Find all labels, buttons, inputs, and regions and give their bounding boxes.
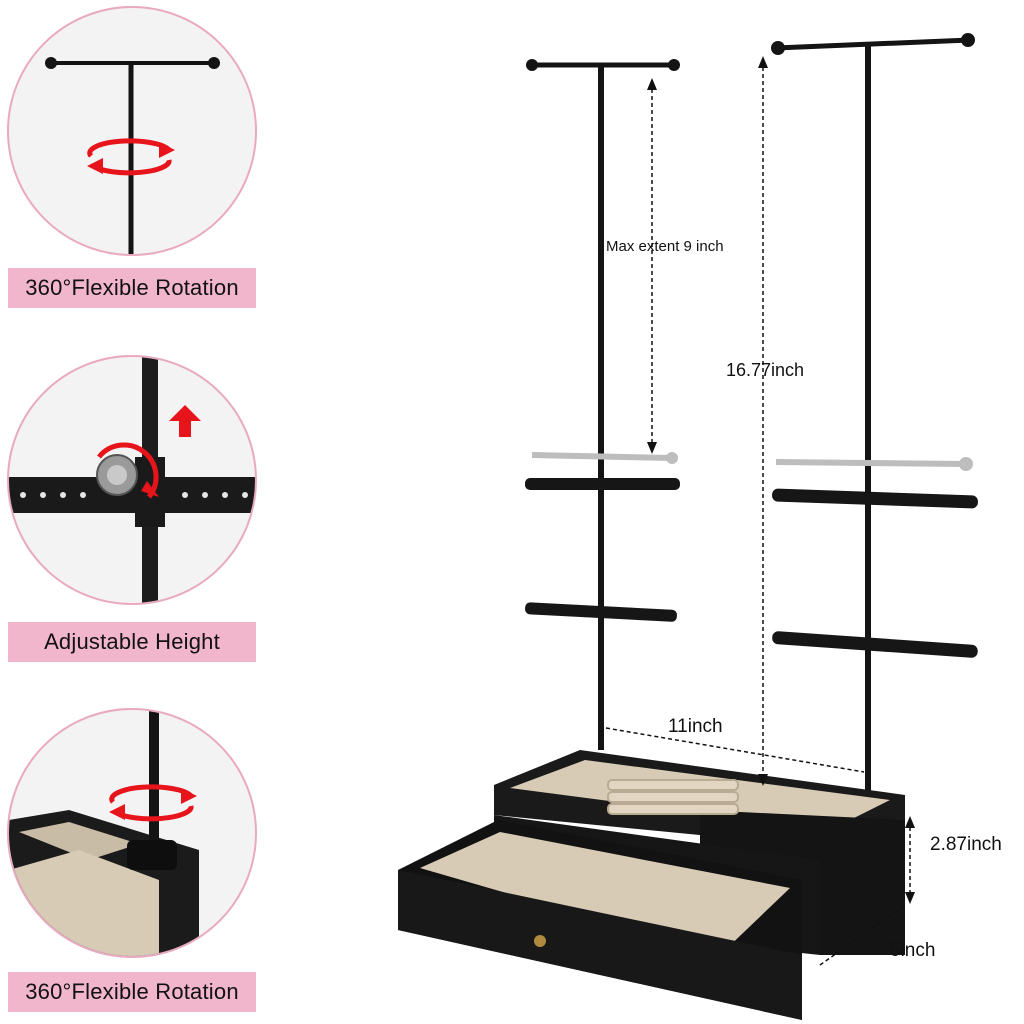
t-bar-detail-illustration xyxy=(45,57,220,254)
dimension-max-extent: Max extent 9 inch xyxy=(606,238,724,255)
base-detail-illustration xyxy=(9,710,199,956)
left-tree xyxy=(525,59,680,750)
height-knob-detail-illustration xyxy=(9,357,255,603)
feature-label-top-rotation: 360°Flexible Rotation xyxy=(8,268,256,308)
dimension-depth: 5inch xyxy=(890,940,936,961)
right-tree xyxy=(771,33,978,800)
detail-circle-top-rotation xyxy=(7,6,257,256)
rotation-arrow-icon xyxy=(109,784,197,822)
dimension-lines xyxy=(605,60,911,966)
ring-rolls xyxy=(607,779,739,815)
detail-circle-adjustable-height xyxy=(7,355,257,605)
jewelry-stand-illustration xyxy=(398,33,978,1020)
feature-label-base-rotation: 360°Flexible Rotation xyxy=(8,972,256,1012)
drawer xyxy=(398,820,802,1020)
dimension-height: 16.77inch xyxy=(726,360,805,380)
rotation-arrow-icon xyxy=(87,138,175,176)
drawer-knob-icon xyxy=(534,935,546,947)
up-arrow-icon xyxy=(169,405,201,437)
detail-circle-base-rotation xyxy=(7,708,257,958)
dimension-box-height: 2.87inch xyxy=(930,834,1002,855)
dimension-arrowheads xyxy=(647,56,915,904)
feature-label-adjustable-height: Adjustable Height xyxy=(8,622,256,662)
dimension-width: 11inch xyxy=(668,716,723,737)
